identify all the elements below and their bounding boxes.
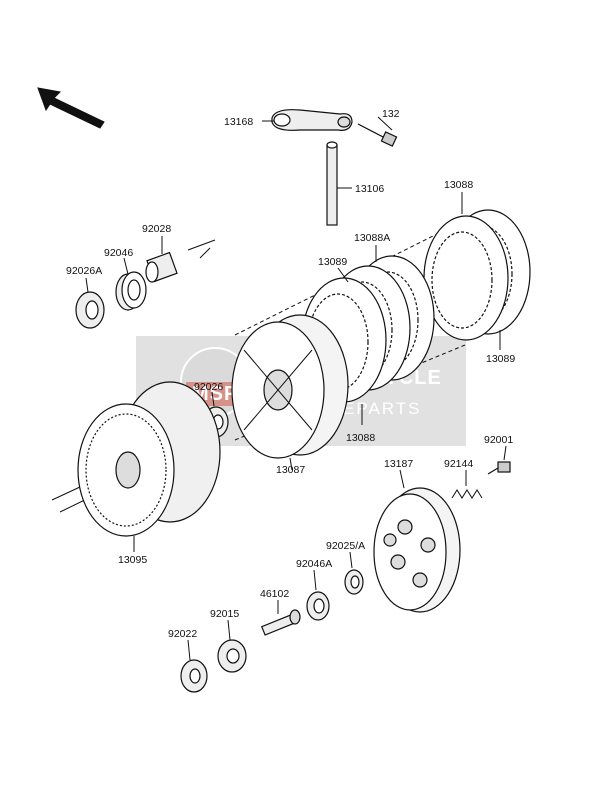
label-13088-bottom: 13088 <box>346 432 375 444</box>
label-92022: 92022 <box>168 628 197 640</box>
label-13089-right: 13089 <box>486 353 515 365</box>
sleeve-part[interactable] <box>145 236 178 283</box>
front-direction-arrow <box>37 87 105 129</box>
label-13106: 13106 <box>355 183 384 195</box>
plate-stack-part[interactable] <box>301 192 531 425</box>
clutch-housing-part[interactable] <box>77 381 221 552</box>
washer-92025A-part[interactable] <box>344 551 364 595</box>
label-13095: 13095 <box>118 554 147 566</box>
label-13089-left: 13089 <box>318 256 347 268</box>
label-92001: 92001 <box>484 434 513 446</box>
push-rod-part[interactable] <box>326 141 352 226</box>
label-132: 132 <box>382 108 400 120</box>
washer-92026A-part[interactable] <box>75 277 105 329</box>
label-13088A: 13088A <box>354 232 390 244</box>
label-46102: 46102 <box>260 588 289 600</box>
clutch-hub-part[interactable] <box>231 314 349 471</box>
label-92028: 92028 <box>142 223 171 235</box>
label-13088-top: 13088 <box>444 179 473 191</box>
push-rod-end-part[interactable] <box>260 600 301 636</box>
nut-part[interactable] <box>217 619 247 673</box>
bolt-132-part[interactable] <box>357 116 398 147</box>
label-92025A: 92025/A <box>326 540 365 552</box>
washer-92022-part[interactable] <box>180 639 208 693</box>
label-13087: 13087 <box>276 464 305 476</box>
label-92144: 92144 <box>444 458 473 470</box>
label-92026A: 92026A <box>66 265 102 277</box>
label-13187: 13187 <box>384 458 413 470</box>
bolt-92001-part[interactable] <box>487 445 511 475</box>
alignment-guides <box>51 229 466 513</box>
bearing-92046A-part[interactable] <box>306 569 330 621</box>
clutch-release-lever-part[interactable] <box>262 109 353 131</box>
pressure-plate-part[interactable] <box>373 469 461 613</box>
label-92026: 92026 <box>194 381 223 393</box>
label-13168: 13168 <box>224 116 253 128</box>
needle-bearing-part[interactable] <box>115 257 147 311</box>
spring-part[interactable] <box>451 470 483 499</box>
label-92015: 92015 <box>210 608 239 620</box>
label-92046: 92046 <box>104 247 133 259</box>
label-92046A: 92046A <box>296 558 332 570</box>
